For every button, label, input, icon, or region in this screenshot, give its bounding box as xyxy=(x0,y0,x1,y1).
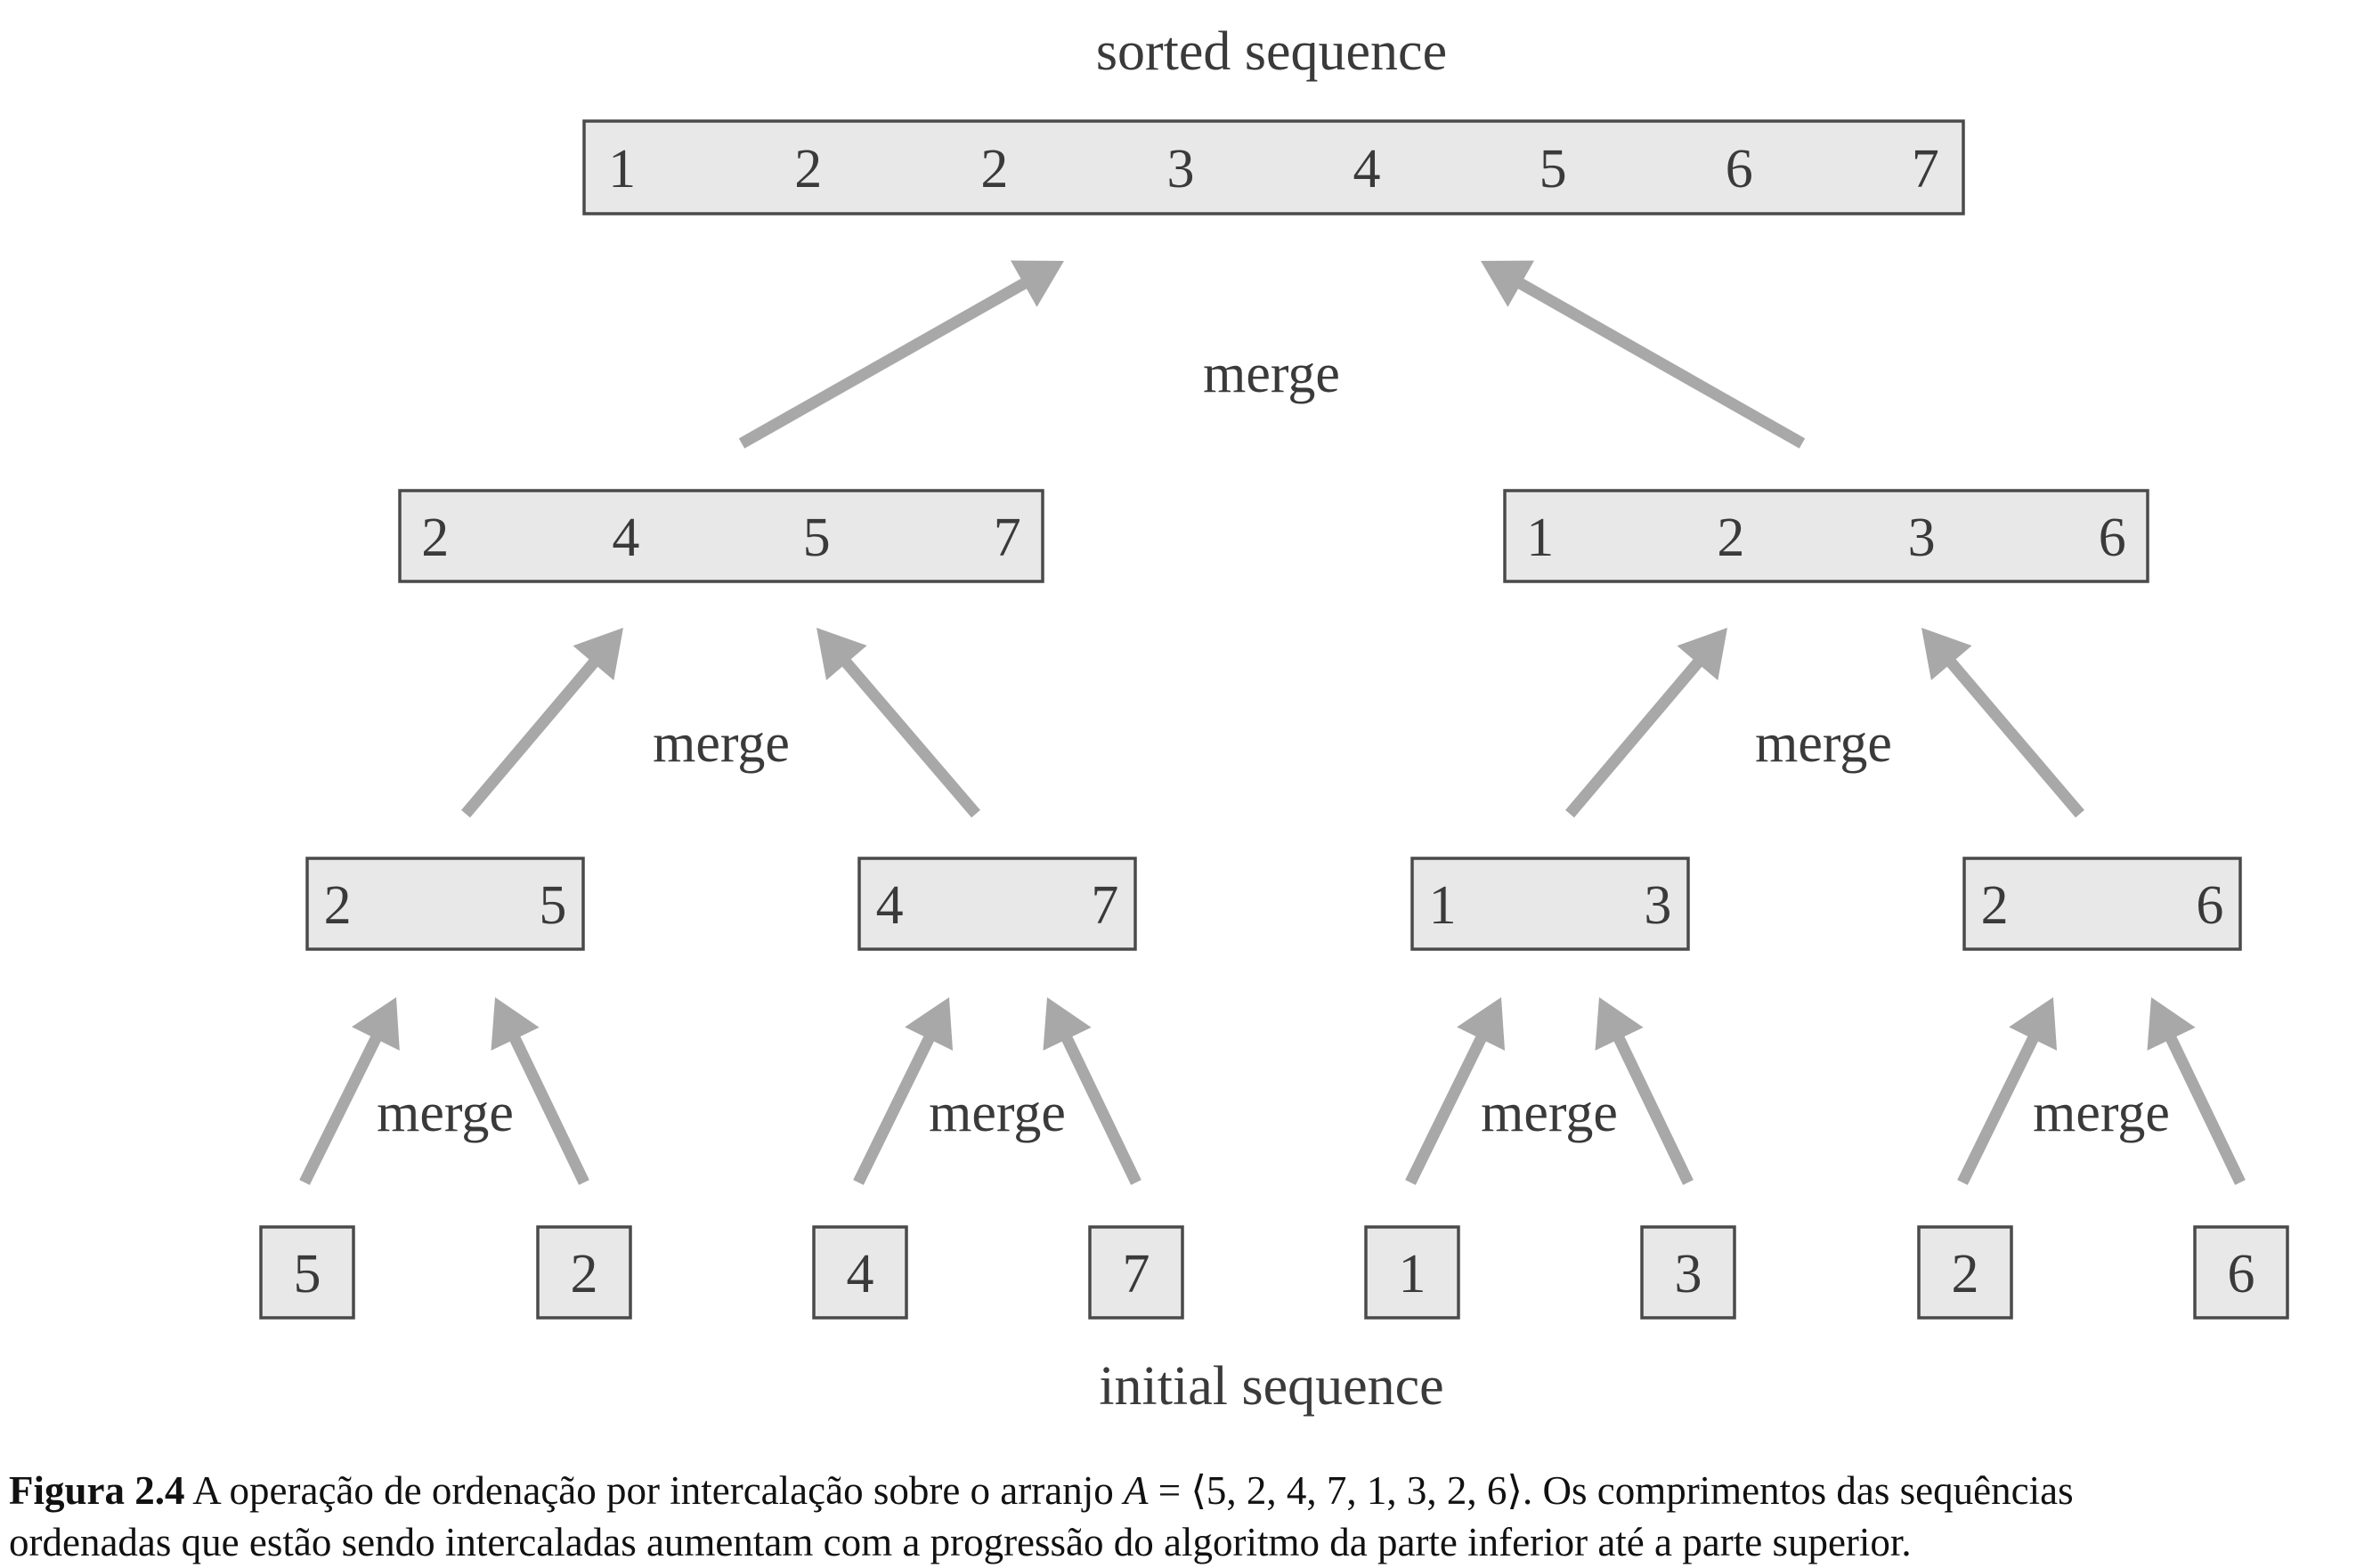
sequence-value: 6 xyxy=(2228,1244,2255,1304)
sequence-box: 1 xyxy=(1364,1225,1460,1320)
merge-arrow xyxy=(1921,628,2084,818)
merge-arrow xyxy=(1595,997,1694,1185)
sequence-box-frame xyxy=(1503,489,2149,583)
sequence-value: 1 xyxy=(1429,875,1457,936)
merge-arrow xyxy=(816,628,980,818)
sequence-box: 1 2 3 6 xyxy=(1503,489,2149,583)
sequence-value: 4 xyxy=(612,508,639,568)
figure-reference: Figura 2.4 xyxy=(9,1468,185,1513)
merge-arrow xyxy=(461,628,623,818)
merge-arrow xyxy=(299,997,400,1185)
array-variable: A xyxy=(1123,1468,1149,1513)
merge-label: merge xyxy=(929,1083,1066,1143)
sequence-value: 1 xyxy=(1526,508,1554,568)
merge-label: merge xyxy=(2033,1083,2170,1143)
sequence-value: 6 xyxy=(1726,139,1753,199)
sequence-value: 2 xyxy=(1717,508,1744,568)
caption-line-1: Figura 2.4 A operação de ordenação por i… xyxy=(9,1465,2351,1516)
sequence-box: 3 xyxy=(1640,1225,1736,1320)
sequence-value: 2 xyxy=(324,875,352,936)
caption-text-1: A operação de ordenação por intercalação… xyxy=(184,1468,1124,1513)
sequence-box: 6 xyxy=(2193,1225,2289,1320)
sequence-value: 3 xyxy=(1166,139,1194,199)
sequence-value: 2 xyxy=(421,508,449,568)
sequence-box-frame xyxy=(1917,1225,2013,1320)
merge-arrow xyxy=(1565,628,1727,818)
merge-label: merge xyxy=(653,713,790,774)
sequence-value: 6 xyxy=(2099,508,2126,568)
merge-arrow xyxy=(1957,997,2058,1185)
merge-label: merge xyxy=(377,1083,514,1143)
sequence-box-frame xyxy=(1364,1225,1460,1320)
merge-label: merge xyxy=(1755,713,1892,774)
sequence-box-frame xyxy=(1962,857,2242,951)
sequence-value: 2 xyxy=(1981,875,2009,936)
sequence-value: 4 xyxy=(1353,139,1381,199)
sequence-value: 3 xyxy=(1675,1244,1702,1304)
sequence-box-frame xyxy=(259,1225,355,1320)
sequence-value: 2 xyxy=(1952,1244,1979,1304)
merge-arrow xyxy=(738,260,1064,449)
merge-arrow xyxy=(1481,260,1806,449)
sequence-box: 2 xyxy=(1917,1225,2013,1320)
sequence-value: 7 xyxy=(1091,875,1118,936)
sequence-box-frame xyxy=(1410,857,1690,951)
sequence-value: 7 xyxy=(994,508,1021,568)
sequence-box-frame xyxy=(1088,1225,1184,1320)
sequence-box: 1 2 2 3 4 5 6 7 xyxy=(582,119,1965,215)
merge-labels: merge merge merge merge merge merge merge xyxy=(377,344,2170,1143)
sequence-box-frame xyxy=(1640,1225,1736,1320)
sequence-box: 5 xyxy=(259,1225,355,1320)
sequence-value: 1 xyxy=(608,139,636,199)
sequence-value: 7 xyxy=(1912,139,1939,199)
merge-arrow xyxy=(1043,997,1141,1185)
sequence-box: 7 xyxy=(1088,1225,1184,1320)
merge-arrow xyxy=(1405,997,1506,1185)
sequence-box: 2 xyxy=(536,1225,632,1320)
sequence-value: 6 xyxy=(2196,875,2223,936)
sequence-box: 4 xyxy=(812,1225,908,1320)
merge-label: merge xyxy=(1481,1083,1618,1143)
sequence-box-frame xyxy=(536,1225,632,1320)
sequence-value: 4 xyxy=(847,1244,874,1304)
merge-arrow xyxy=(853,997,954,1185)
sequence-box-frame xyxy=(812,1225,908,1320)
sorted-sequence-label: sorted sequence xyxy=(1096,21,1447,82)
sequence-value: 3 xyxy=(1908,508,1936,568)
sequence-value: 2 xyxy=(794,139,822,199)
sequence-box-frame xyxy=(305,857,585,951)
merge-arrow xyxy=(491,997,589,1185)
sequence-value: 1 xyxy=(1399,1244,1426,1304)
sequence-value: 4 xyxy=(876,875,904,936)
sequence-box-frame xyxy=(2193,1225,2289,1320)
sequence-box-frame xyxy=(857,857,1137,951)
figure-caption: Figura 2.4 A operação de ordenação por i… xyxy=(9,1465,2351,1568)
sequence-box-frame xyxy=(398,489,1044,583)
sequence-value: 2 xyxy=(980,139,1008,199)
sequence-value: 7 xyxy=(1123,1244,1150,1304)
merge-arrows xyxy=(299,260,2246,1185)
caption-line-2: ordenadas que estão sendo intercaladas a… xyxy=(9,1520,1912,1564)
sequence-box-frame xyxy=(582,119,1965,215)
sequence-value: 3 xyxy=(1644,875,1671,936)
sequence-value: 5 xyxy=(294,1244,321,1304)
sequence-value: 5 xyxy=(1540,139,1567,199)
sequence-value: 5 xyxy=(539,875,566,936)
initial-sequence-label: initial sequence xyxy=(1099,1356,1443,1417)
sequence-value: 2 xyxy=(571,1244,598,1304)
merge-label: merge xyxy=(1203,344,1340,404)
merge-arrow xyxy=(2147,997,2246,1185)
array-value: = ⟨5, 2, 4, 7, 1, 3, 2, 6⟩. Os comprimen… xyxy=(1148,1468,2074,1513)
sequence-box: 2 4 5 7 xyxy=(398,489,1044,583)
sequence-value: 5 xyxy=(803,508,831,568)
